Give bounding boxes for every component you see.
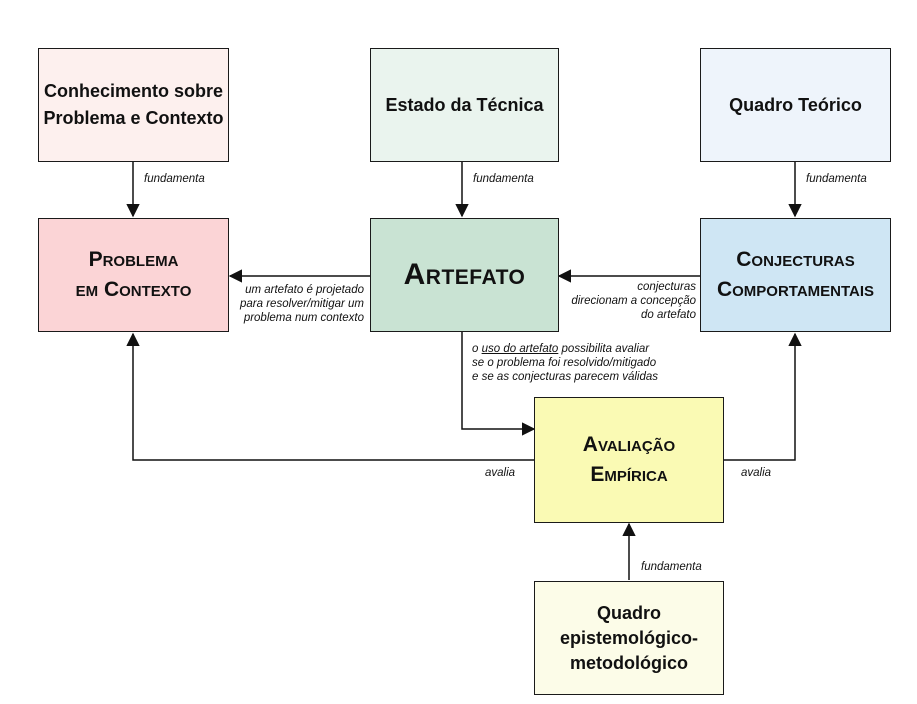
conhecimento-box: Conhecimento sobre Problema e Contexto: [38, 48, 229, 162]
quadro-teorico-box: Quadro Teórico: [700, 48, 891, 162]
label-uso-line3: e se as conjecturas parecem válidas: [472, 371, 659, 383]
label-avalia-right: avalia: [741, 467, 772, 479]
estado-da-tecnica-box: Estado da Técnica: [370, 48, 559, 162]
label-fundamenta-2: fundamenta: [473, 173, 534, 185]
label-uso-line1: o uso do artefato possibilita avaliar: [472, 342, 658, 356]
avaliacao-line2: Empírica: [590, 463, 668, 486]
label-conjecturas-artefato: conjecturas direcionam a concepção do ar…: [560, 280, 696, 322]
label-conjecturas-line3: do artefato: [641, 309, 696, 321]
label-artefato-problema-line3: problema num contexto: [243, 312, 364, 324]
conhecimento-line2: Problema e Contexto: [43, 108, 224, 128]
label-artefato-problema-line2: para resolver/mitigar um: [240, 298, 364, 310]
label-conjecturas-line2: direcionam a concepção: [571, 295, 696, 307]
label-uso-underlined: uso do artefato: [481, 343, 559, 355]
arrow-avaliacao-to-problema: [126, 332, 534, 461]
artefato-label: Artefato: [403, 258, 526, 291]
problema-em-contexto-box: Problema em Contexto: [38, 218, 229, 332]
avaliacao-line1: Avaliação: [582, 433, 676, 456]
label-uso-suffix: possibilita avaliar: [558, 343, 650, 355]
quadro-epist-line1: Quadro: [596, 602, 661, 623]
label-artefato-problema: um artefato é projetado para resolver/mi…: [228, 283, 364, 325]
avaliacao-empirica-box: Avaliação Empírica: [534, 397, 724, 523]
conhecimento-line1: Conhecimento sobre: [43, 81, 223, 101]
conjecturas-box: Conjecturas Comportamentais: [700, 218, 891, 332]
quadro-teorico-label: Quadro Teórico: [729, 94, 862, 115]
label-uso-do-artefato: o uso do artefato possibilita avaliar se…: [472, 342, 658, 384]
conjecturas-line1: Conjecturas: [736, 248, 855, 271]
label-fundamenta-3: fundamenta: [806, 173, 867, 185]
estado-da-tecnica-label: Estado da Técnica: [385, 94, 544, 115]
label-uso-line2: se o problema foi resolvido/mitigado: [472, 357, 657, 369]
arrow-avaliacao-to-conjecturas: [724, 332, 802, 461]
label-fundamenta-4: fundamenta: [641, 561, 702, 573]
label-artefato-problema-line1: um artefato é projetado: [245, 284, 364, 296]
quadro-epist-line2: epistemológico-: [559, 627, 698, 648]
quadro-epist-line3: metodológico: [569, 652, 688, 673]
arrow-artefato-to-avaliacao: [461, 332, 536, 436]
quadro-epistemologico-box: Quadro epistemológico- metodológico: [534, 581, 724, 695]
artefato-box: Artefato: [370, 218, 559, 332]
problema-line2: em Contexto: [75, 278, 192, 301]
conjecturas-line2: Comportamentais: [716, 278, 875, 301]
label-uso-prefix: o: [472, 343, 482, 355]
label-avalia-left: avalia: [485, 467, 516, 479]
label-fundamenta-1: fundamenta: [144, 173, 205, 185]
label-conjecturas-line1: conjecturas: [637, 281, 696, 293]
problema-line1: Problema: [88, 248, 179, 271]
